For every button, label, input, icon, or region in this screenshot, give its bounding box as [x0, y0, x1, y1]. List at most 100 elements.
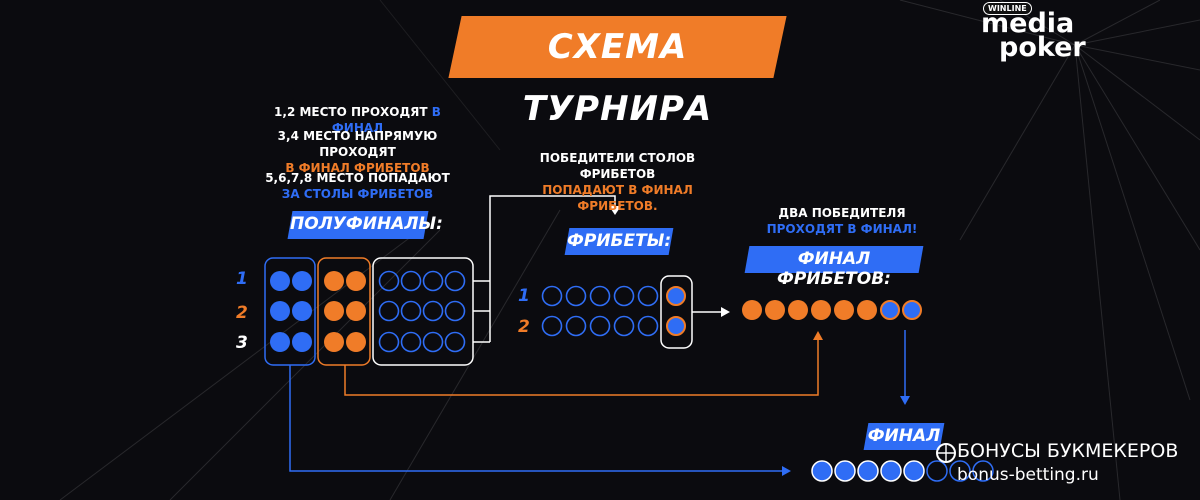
path-places-3-4-to-freebet-final: [344, 338, 819, 396]
semifinal-chip-open-0-1: [400, 270, 422, 292]
semifinal-chip-orange-0-0: [324, 271, 344, 291]
semifinal-note-3-white: 5,6,7,8 МЕСТО ПОПАДАЮТ: [265, 171, 450, 185]
semifinal-chip-open-0-3: [444, 270, 466, 292]
freebet-chip-open-1-4: [637, 315, 659, 337]
freebet-final-chip-orange-5: [857, 300, 877, 320]
freebets-row-number-2: 2: [518, 317, 530, 337]
semifinal-row-number-3: 3: [236, 333, 248, 353]
path-to-freebets: [489, 195, 616, 281]
final-chip-2: [857, 460, 879, 482]
freebet-chip-open-0-3: [613, 285, 635, 307]
page-title: СХЕМА ТУРНИРА: [522, 27, 713, 129]
logo-word-media: media: [981, 8, 1075, 39]
freebet-final-chip-orange-2: [788, 300, 808, 320]
background-ray-3: [1074, 0, 1161, 46]
freebets-label: ФРИБЕТЫ:: [567, 231, 672, 251]
semifinal-chip-open-2-3: [444, 331, 466, 353]
semifinal-chip-orange-2-1: [346, 332, 366, 352]
path-to-freebets-arrowhead: [609, 206, 621, 215]
freebet-chip-open-0-2: [589, 285, 611, 307]
freebet-final-note: ДВА ПОБЕДИТЕЛЯ ПРОХОДЯТ В ФИНАЛ!: [752, 205, 932, 237]
semifinal-note-2-white: 3,4 МЕСТО НАПРЯМУЮ ПРОХОДЯТ: [277, 129, 438, 159]
semifinal-chip-open-2-1: [400, 331, 422, 353]
semifinal-chip-blue-2-1: [292, 332, 312, 352]
semifinals-label: ПОЛУФИНАЛЫ:: [290, 214, 443, 234]
semifinal-note-3: 5,6,7,8 МЕСТО ПОПАДАЮТ ЗА СТОЛЫ ФРИБЕТОВ: [250, 170, 465, 202]
final-chip-7: [972, 460, 994, 482]
freebet-final-chip-orange-1: [765, 300, 785, 320]
logo-word-poker: poker: [999, 32, 1086, 63]
semifinal-chip-orange-1-1: [346, 301, 366, 321]
freebet-final-chip-winner-1: [902, 300, 922, 320]
semifinal-box-places-3-4: [317, 257, 371, 366]
background-ray-7: [1074, 44, 1191, 401]
media-poker-logo: WINLINE media poker: [965, 0, 1086, 70]
semifinal-chip-open-1-1: [400, 300, 422, 322]
semifinal-chip-open-1-0: [378, 300, 400, 322]
freebet-chip-open-0-1: [565, 285, 587, 307]
background-ray-9: [899, 0, 1076, 46]
final-chip-5: [926, 460, 948, 482]
watermark: БОНУСЫ БУКМЕКЕРОВ bonus-betting.ru: [935, 438, 1195, 498]
background-ray-10: [389, 209, 561, 500]
final-chip-4: [903, 460, 925, 482]
semifinal-chip-open-2-2: [422, 331, 444, 353]
freebet-winner-chip-1: [666, 316, 686, 336]
semifinal-note-1: 1,2 МЕСТО ПРОХОДЯТ В ФИНАЛ: [250, 104, 465, 136]
path-places-3-4-arrowhead: [813, 331, 823, 340]
logo-brand: WINLINE: [983, 2, 1032, 15]
ball-icon: [936, 443, 956, 463]
freebet-chip-open-0-0: [541, 285, 563, 307]
final-chip-0: [811, 460, 833, 482]
semifinal-chip-blue-0-1: [292, 271, 312, 291]
semifinal-note-1-blue: В ФИНАЛ: [331, 105, 441, 135]
path-places-1-2-arrowhead: [782, 466, 791, 476]
semifinal-chip-open-2-0: [378, 331, 400, 353]
freebets-note-orange: ПОПАДАЮТ В ФИНАЛ ФРИБЕТОВ.: [542, 183, 693, 213]
freebets-row-number-1: 1: [518, 286, 530, 306]
freebet-final-chip-orange-4: [834, 300, 854, 320]
freebet-chip-open-1-3: [613, 315, 635, 337]
freebet-chip-open-1-0: [541, 315, 563, 337]
freebet-final-note-blue: ПРОХОДЯТ В ФИНАЛ!: [766, 222, 918, 236]
semifinal-chip-open-0-0: [378, 270, 400, 292]
path-to-freebet-final-arrowhead: [721, 307, 730, 317]
semifinal-chip-blue-1-1: [292, 301, 312, 321]
semifinal-chip-open-1-2: [422, 300, 444, 322]
background-ray-0: [1074, 19, 1200, 46]
semifinal-chip-open-1-3: [444, 300, 466, 322]
freebet-chip-open-1-1: [565, 315, 587, 337]
semifinal-row-number-2: 2: [236, 303, 248, 323]
freebet-final-chip-winner-0: [880, 300, 900, 320]
background-ray-5: [1074, 44, 1200, 251]
final-chip-6: [949, 460, 971, 482]
background-ray-6: [959, 44, 1076, 241]
semifinal-chip-orange-1-0: [324, 301, 344, 321]
final-chip-3: [880, 460, 902, 482]
background-ray-2: [1074, 44, 1200, 141]
freebet-chip-open-0-4: [637, 285, 659, 307]
semifinal-chip-blue-2-0: [270, 332, 290, 352]
background-ray-8: [1074, 44, 1121, 500]
semifinal-note-2-orange: В ФИНАЛ ФРИБЕТОВ: [285, 161, 430, 175]
semifinal-chip-blue-1-0: [270, 301, 290, 321]
semifinal-chip-orange-2-0: [324, 332, 344, 352]
background-ray-x: [379, 0, 501, 151]
path-places-1-2-to-final: [289, 365, 783, 472]
freebet-final-note-white: ДВА ПОБЕДИТЕЛЯ: [778, 206, 906, 220]
semifinal-note-1-white: 1,2 МЕСТО ПРОХОДЯТ: [274, 105, 432, 119]
semifinal-note-3-blue: ЗА СТОЛЫ ФРИБЕТОВ: [281, 187, 434, 201]
semifinal-chip-blue-0-0: [270, 271, 290, 291]
freebet-final-chip-orange-0: [742, 300, 762, 320]
background-ray-1: [1074, 44, 1200, 71]
freebet-winner-chip-0: [666, 286, 686, 306]
freebet-final-label: ФИНАЛ ФРИБЕТОВ:: [777, 249, 891, 289]
semifinal-chip-orange-0-1: [346, 271, 366, 291]
watermark-title: БОНУСЫ БУКМЕКЕРОВ: [957, 440, 1179, 462]
freebets-note: ПОБЕДИТЕЛИ СТОЛОВ ФРИБЕТОВ ПОПАДАЮТ В ФИ…: [505, 150, 730, 214]
path-freebet-final-to-final-arrowhead: [900, 396, 910, 405]
freebet-final-chip-orange-3: [811, 300, 831, 320]
final-chip-1: [834, 460, 856, 482]
final-label: ФИНАЛ: [867, 426, 941, 446]
